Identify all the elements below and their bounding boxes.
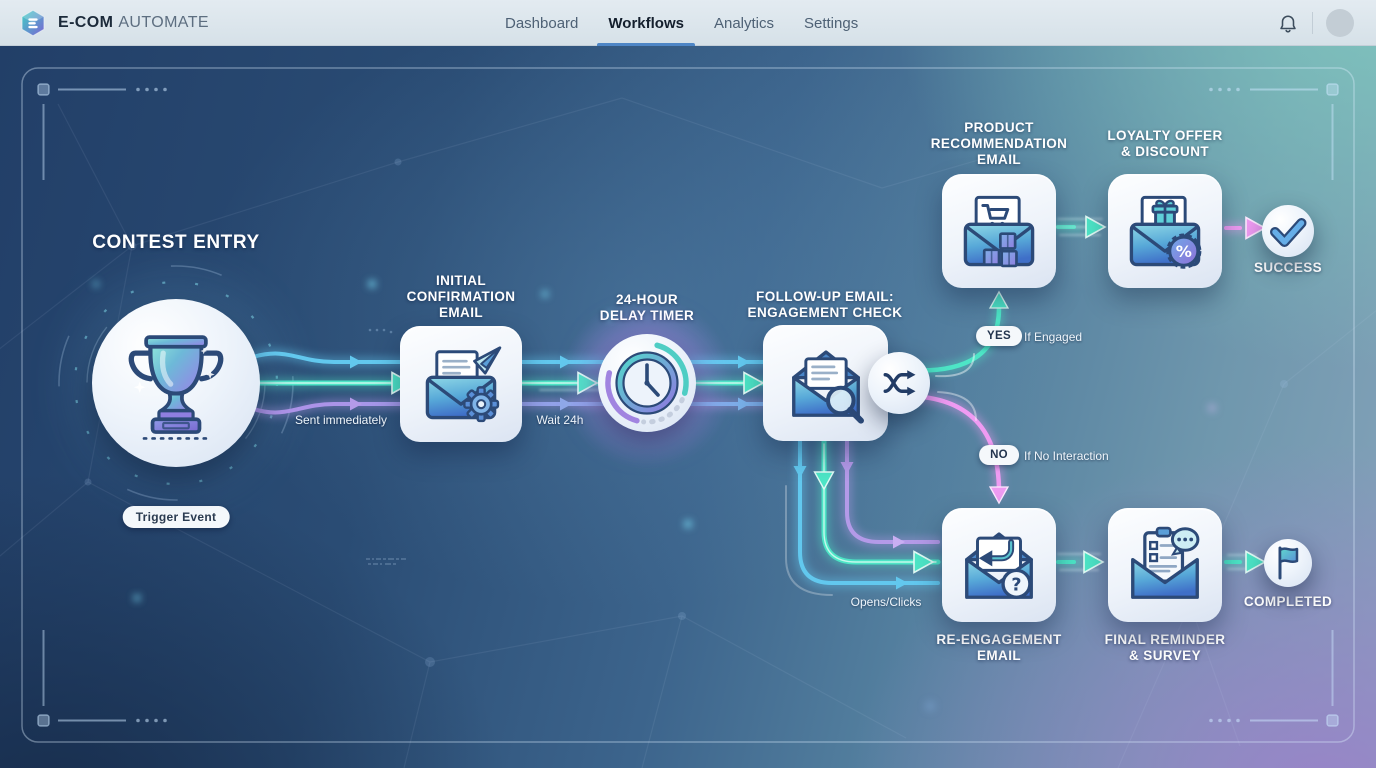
email-send-settings-icon bbox=[425, 346, 502, 423]
contest-entry-node[interactable] bbox=[92, 299, 260, 467]
nav-dashboard[interactable]: Dashboard bbox=[505, 14, 579, 32]
user-avatar[interactable] bbox=[1326, 8, 1354, 37]
reengagement-email-node[interactable]: ? bbox=[942, 508, 1056, 622]
shuffle-icon bbox=[883, 370, 916, 396]
workflow-canvas: CONTEST ENTRY INITIAL CONFIRMATION EMAIL… bbox=[0, 46, 1376, 768]
nav-workflows[interactable]: Workflows bbox=[597, 0, 695, 46]
nav-settings[interactable]: Settings bbox=[804, 14, 859, 32]
loyalty-offer-discount-node[interactable]: % bbox=[1108, 174, 1222, 288]
no-badge: NO bbox=[979, 445, 1019, 465]
percent-glyph: % bbox=[1176, 242, 1192, 261]
edge-label-sent-immediately: Sent immediately bbox=[294, 413, 388, 427]
success-label: SUCCESS bbox=[1253, 260, 1323, 275]
email-search-icon bbox=[791, 350, 864, 424]
branch-decision-node[interactable] bbox=[868, 352, 930, 414]
flag-icon bbox=[1278, 546, 1299, 580]
edge-label-opens-clicks: Opens/Clicks bbox=[850, 595, 922, 609]
question-glyph: ? bbox=[1011, 576, 1021, 596]
initial-confirmation-email-node[interactable] bbox=[400, 326, 522, 442]
header-divider bbox=[1312, 11, 1313, 34]
edge-label-if-no-interaction: If No Interaction bbox=[1024, 449, 1109, 463]
header-actions bbox=[1277, 8, 1358, 37]
loyalty-offer-title: LOYALTY OFFER & DISCOUNT bbox=[1107, 128, 1223, 159]
edge-label-if-engaged: If Engaged bbox=[1024, 330, 1083, 344]
followup-engagement-check-node[interactable] bbox=[763, 325, 888, 441]
checkmark-icon bbox=[1270, 218, 1307, 247]
notifications-bell-icon[interactable] bbox=[1277, 12, 1299, 34]
success-node[interactable] bbox=[1262, 205, 1314, 257]
reengagement-email-title: RE-ENGAGEMENT EMAIL bbox=[936, 632, 1062, 663]
completed-node[interactable] bbox=[1264, 539, 1312, 587]
trophy-icon bbox=[128, 335, 224, 440]
final-reminder-title: FINAL REMINDER & SURVEY bbox=[1104, 632, 1226, 663]
app-logo-icon bbox=[21, 9, 45, 36]
followup-email-title: FOLLOW-UP EMAIL: ENGAGEMENT CHECK bbox=[747, 289, 903, 320]
product-recommendation-email-node[interactable] bbox=[942, 174, 1056, 288]
delay-timer-title: 24-HOUR DELAY TIMER bbox=[599, 292, 695, 323]
confirmation-email-title: INITIAL CONFIRMATION EMAIL bbox=[406, 273, 516, 320]
brand-primary: E-COM bbox=[58, 13, 114, 31]
trigger-event-badge: Trigger Event bbox=[122, 506, 230, 528]
brand-secondary: AUTOMATE bbox=[118, 13, 209, 31]
edge-label-wait-24h: Wait 24h bbox=[536, 413, 584, 427]
product-recommendation-title: PRODUCT RECOMMENDATION EMAIL bbox=[930, 120, 1068, 167]
completed-label: COMPLETED bbox=[1243, 594, 1333, 609]
email-cart-icon bbox=[963, 195, 1035, 268]
main-nav: Dashboard Workflows Analytics Settings bbox=[494, 0, 877, 46]
email-survey-icon bbox=[1131, 526, 1200, 599]
email-gift-discount-icon: % bbox=[1129, 195, 1202, 269]
nav-analytics[interactable]: Analytics bbox=[713, 14, 774, 32]
final-reminder-survey-node[interactable] bbox=[1108, 508, 1222, 622]
email-return-question-icon: ? bbox=[965, 532, 1033, 599]
contest-entry-title: CONTEST ENTRY bbox=[92, 232, 260, 253]
clock-timer-icon bbox=[605, 342, 689, 425]
yes-badge: YES bbox=[976, 326, 1022, 346]
delay-timer-node[interactable] bbox=[598, 334, 696, 432]
